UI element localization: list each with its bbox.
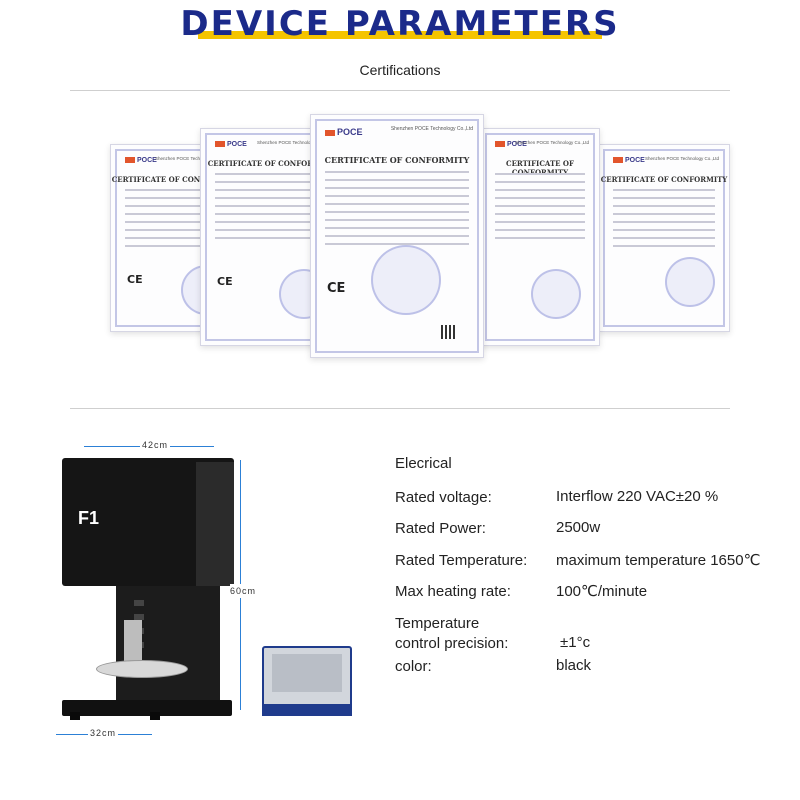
certificate-card-3: POCE Shenzhen POCE Technology Co.,Ltd CE… (310, 114, 484, 358)
section-subtitle: Certifications (359, 62, 441, 78)
poce-logo: POCE (325, 127, 363, 137)
model-label: F1 (78, 508, 100, 528)
certificate-heading: CERTIFICATE OF CONFORMITY (111, 175, 239, 184)
depth-dimension: 32cm (88, 728, 119, 738)
qr-code-icon (441, 325, 455, 339)
spec-heading: Elecrical (395, 455, 452, 472)
certificate-card-5: POCE Shenzhen POCE Technology Co.,Ltd CE… (598, 144, 730, 332)
divider-top (70, 90, 730, 91)
spec-label-rated-voltage: Rated voltage: (395, 489, 492, 506)
stamp-icon (371, 245, 441, 315)
vent-slot (134, 600, 144, 606)
stamp-icon (665, 257, 715, 307)
ce-mark: CE (217, 275, 233, 288)
control-tablet (262, 646, 352, 708)
spec-label-temperature-precision: Temperature control precision: (395, 615, 509, 652)
ce-mark: CE (127, 273, 143, 286)
spec-value-max-heating-rate: 100℃/minute (556, 583, 648, 600)
tablet-stand (262, 704, 352, 716)
certificate-card-4: POCE Shenzhen POCE Technology Co.,Ltd CE… (480, 128, 600, 346)
spec-label-color: color: (395, 658, 432, 675)
certificate-company: Shenzhen POCE Technology Co.,Ltd (390, 126, 473, 132)
certificate-company: Shenzhen POCE Technology Co.,Ltd (257, 140, 331, 145)
spec-value-rated-power: 2500w (556, 519, 601, 536)
ce-mark: CE (327, 281, 346, 296)
vent-slot (134, 614, 144, 620)
height-dimension: 60cm (230, 584, 257, 598)
poce-logo: POCE (495, 141, 527, 148)
poce-logo: POCE (215, 141, 247, 148)
certificate-heading: CERTIFICATE OF CONFORMITY (324, 155, 470, 165)
spec-label-max-heating-rate: Max heating rate: (395, 583, 511, 600)
spec-label-rated-temperature: Rated Temperature: (395, 552, 528, 569)
spec-label-rated-power: Rated Power: (395, 520, 486, 537)
stamp-icon (531, 269, 581, 319)
spec-value-color: black (556, 657, 592, 674)
tablet-screen (272, 654, 342, 692)
certificate-heading: CERTIFICATE OF CONFORMITY (207, 159, 335, 168)
header: DEVICE PARAMETERS (0, 0, 800, 60)
furnace-chamber-side (196, 462, 234, 586)
furnace-base (62, 700, 232, 716)
certificate-heading: CERTIFICATE OF CONFORMITY (600, 175, 728, 184)
certificate-company: Shenzhen POCE Technology Co.,Ltd (515, 140, 589, 145)
page-title: DEVICE PARAMETERS (180, 4, 620, 44)
certificate-company: Shenzhen POCE Technology Co.,Ltd (645, 156, 719, 161)
poce-logo: POCE (613, 157, 645, 164)
spec-value-rated-temperature: maximum temperature 1650℃ (556, 552, 761, 569)
poce-logo: POCE (125, 157, 157, 164)
spec-value-temperature-precision: ±1°c (560, 634, 591, 651)
divider-middle (70, 408, 730, 409)
furnace-foot (70, 712, 80, 720)
title-underline (198, 31, 602, 39)
certificate-company: Shenzhen POCE Technology Co.,Ltd (155, 156, 229, 161)
lift-platform (96, 660, 188, 678)
furnace-foot (150, 712, 160, 720)
certificate-heading: CERTIFICATE OF CONFORMITY (506, 159, 574, 177)
lift-pillar (124, 620, 142, 670)
width-dimension: 42cm (140, 440, 171, 450)
spec-value-rated-voltage: Interflow 220 VAC±20 % (556, 488, 719, 505)
